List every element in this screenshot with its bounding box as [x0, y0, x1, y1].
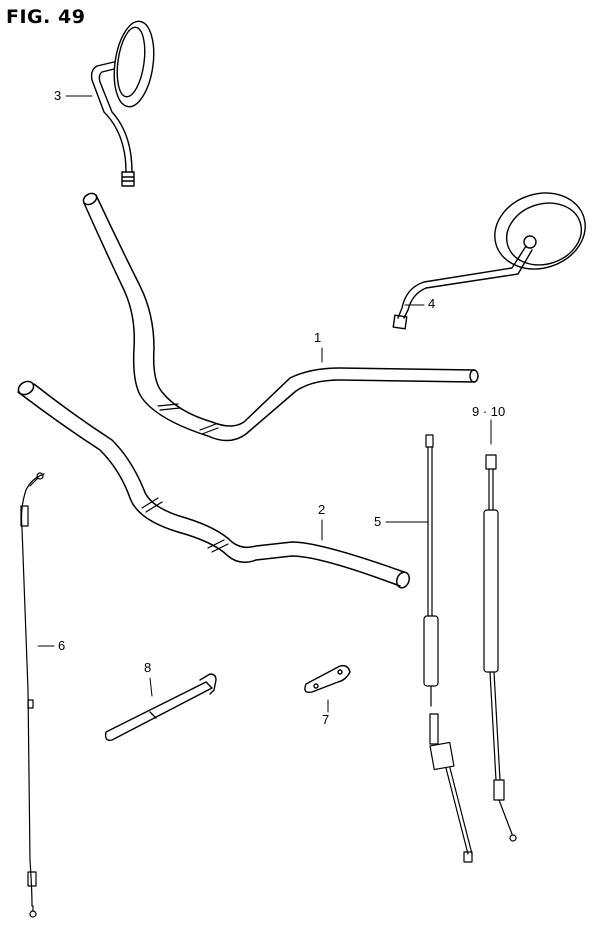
callout-1: 1	[314, 330, 322, 345]
callout-4: 4	[428, 296, 436, 311]
callout-3: 3	[54, 88, 62, 103]
lever-8	[104, 673, 217, 742]
mirror-right	[392, 192, 586, 330]
handlebar-2	[17, 380, 411, 589]
cable-9-10	[483, 454, 517, 842]
cable-6	[20, 472, 45, 918]
callout-7: 7	[322, 712, 330, 727]
leader-lines	[37, 95, 492, 713]
mirror-left	[90, 20, 155, 187]
bracket-7	[304, 664, 351, 694]
handlebar-1	[82, 192, 479, 442]
callout-6: 6	[58, 638, 66, 653]
callout-2: 2	[318, 502, 326, 517]
callout-8: 8	[144, 660, 152, 675]
callout-9-10: 9 · 10	[472, 404, 506, 419]
cable-5	[423, 434, 473, 863]
callout-5: 5	[374, 514, 382, 529]
figure-title: FIG. 49	[6, 6, 86, 28]
